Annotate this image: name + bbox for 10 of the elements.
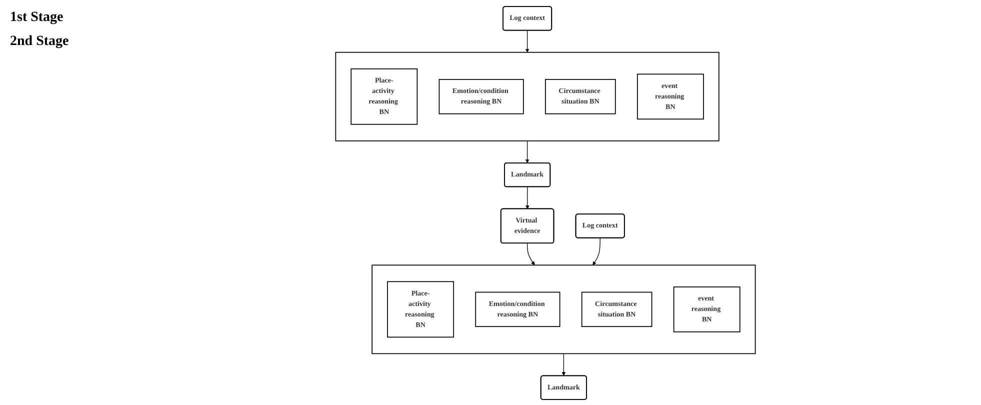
cluster <box>335 51 720 141</box>
arrow <box>525 140 530 163</box>
arrow <box>525 29 530 52</box>
arrow <box>592 236 600 265</box>
stage-heading: 2nd Stage <box>10 34 70 50</box>
arrow <box>526 242 535 265</box>
cluster <box>372 264 756 354</box>
arrow <box>562 352 566 376</box>
stage-heading: 1st Stage <box>10 10 64 26</box>
arrow <box>526 186 530 209</box>
